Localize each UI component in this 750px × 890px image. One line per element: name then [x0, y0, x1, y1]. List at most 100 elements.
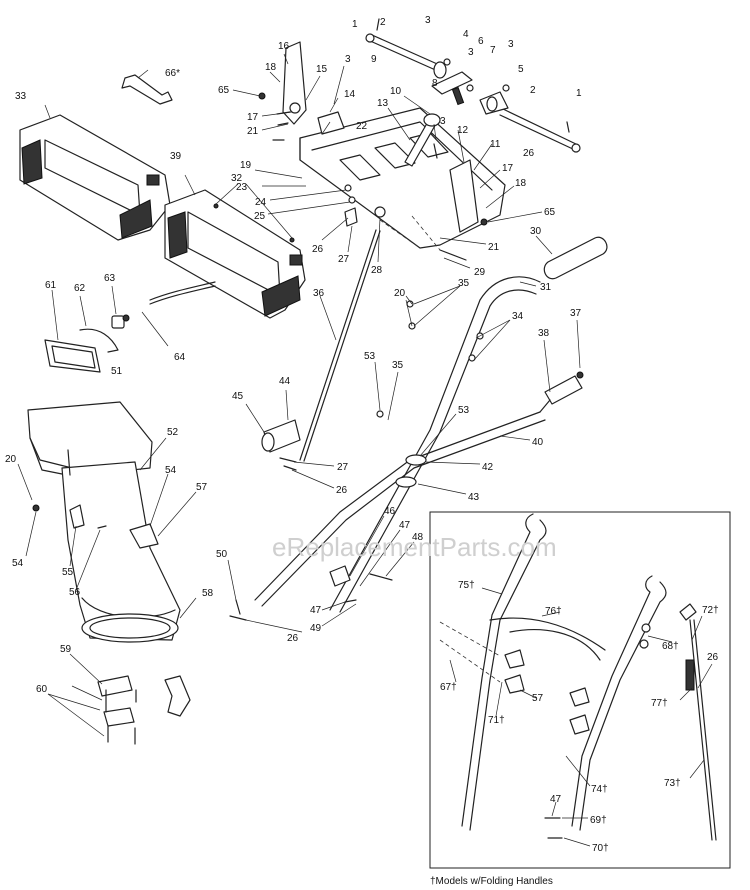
callout-label: 60	[36, 684, 48, 695]
callout-label: 26	[287, 633, 299, 644]
callout-label: 70†	[592, 843, 609, 854]
callout-label: 1	[352, 19, 358, 30]
callout-label: 6	[478, 36, 484, 47]
callout-label: 67†	[440, 682, 457, 693]
control-rods	[261, 229, 381, 471]
callout-label: 77†	[651, 698, 668, 709]
callout-label: 19	[240, 160, 252, 171]
lower-handle-part-40	[254, 411, 546, 607]
callout-label: 26	[523, 148, 535, 159]
callout-label: 25	[254, 211, 266, 222]
callout-label: 40	[532, 437, 544, 448]
callout-label: 15	[316, 64, 328, 75]
footnote: †Models w/Folding Handles	[430, 876, 553, 887]
leader-lines	[17, 53, 713, 847]
callout-label: 7	[490, 45, 496, 56]
callout-label: 11	[490, 139, 501, 150]
callout-label: 22	[356, 121, 368, 132]
callout-label: 74†	[591, 784, 608, 795]
callout-label: 26	[312, 244, 324, 255]
callout-label: 51	[111, 366, 123, 377]
callout-label: 28	[371, 265, 383, 276]
callout-label: 20	[394, 288, 406, 299]
callout-label: 21	[488, 242, 500, 253]
handle-panel-frame	[258, 41, 506, 261]
shift-rod-assembly	[365, 18, 581, 153]
callout-label: 20	[5, 454, 17, 465]
callout-label: 33	[15, 91, 27, 102]
callout-label: 38	[538, 328, 550, 339]
callout-label: 48	[412, 532, 424, 543]
folding-handles-inset	[429, 511, 731, 869]
callout-label: 37	[570, 308, 582, 319]
callout-label: 3	[345, 54, 351, 65]
callout-label: 34	[512, 311, 524, 322]
callout-label: 4	[463, 29, 469, 40]
callout-label: 35	[392, 360, 404, 371]
callout-label: 44	[279, 376, 291, 387]
callout-label: 27	[338, 254, 350, 265]
callout-label: 71†	[488, 715, 505, 726]
wrench-part-66	[121, 74, 173, 105]
callout-label: 43	[468, 492, 480, 503]
callout-label: 53	[364, 351, 376, 362]
callout-label: 26	[336, 485, 348, 496]
callout-label: 57	[532, 693, 544, 704]
callout-label: 36	[313, 288, 325, 299]
discharge-chute	[27, 401, 181, 643]
callout-label: 3	[508, 39, 514, 50]
callout-label: 47	[310, 605, 322, 616]
callout-label: 47	[399, 520, 411, 531]
callout-label: 30	[530, 226, 542, 237]
callout-label: 18	[515, 178, 527, 189]
callout-label: 14	[344, 89, 356, 100]
handle-fasteners	[229, 300, 427, 621]
callout-label: 31	[540, 282, 552, 293]
callout-label: 68†	[662, 641, 679, 652]
callout-labels: 1 2 3 4 6 9 3 7 3 5 8 2 1 26 16 18 66* 6…	[5, 15, 719, 854]
callout-label: 73†	[664, 778, 681, 789]
callout-label: 29	[474, 267, 486, 278]
callout-label: 49	[310, 623, 322, 634]
bracket-part-62	[79, 328, 119, 353]
callout-label: 42	[482, 462, 494, 473]
callout-label: 57	[196, 482, 208, 493]
callout-label: 52	[167, 427, 179, 438]
lamp-part-61	[44, 339, 101, 373]
callout-label: 17	[247, 112, 259, 123]
callout-label: 62	[74, 283, 86, 294]
callout-label: 66*	[165, 68, 180, 79]
callout-label: 8	[432, 78, 438, 89]
chute-clips-59-60	[97, 675, 191, 745]
callout-label: 2	[530, 85, 536, 96]
lever-part-38	[539, 371, 584, 413]
callout-label: 35	[458, 278, 470, 289]
callout-label: 58	[202, 588, 214, 599]
callout-label: 26	[707, 652, 719, 663]
callout-label: 45	[232, 391, 244, 402]
callout-label: 3	[468, 47, 474, 58]
housing-part-39	[149, 189, 306, 319]
callout-label: 27	[337, 462, 349, 473]
callout-label: 54	[12, 558, 24, 569]
callout-label: 69†	[590, 815, 607, 826]
callout-label: 5	[518, 64, 524, 75]
callout-label: 10	[390, 86, 402, 97]
callout-label: 13	[377, 98, 389, 109]
housing-part-33	[19, 114, 171, 241]
callout-label: 76†	[545, 606, 562, 617]
switch-part-63	[111, 314, 130, 329]
callout-label: 2	[380, 17, 386, 28]
callout-label: 50	[216, 549, 228, 560]
callout-label: 56	[69, 587, 81, 598]
callout-label: 65	[544, 207, 556, 218]
callout-label: 1	[576, 88, 582, 99]
callout-label: 24	[255, 197, 267, 208]
watermark: eReplacementParts.com	[272, 532, 557, 562]
upper-handle-part-31	[329, 276, 541, 613]
callout-label: 23	[236, 182, 248, 193]
callout-label: 65	[218, 85, 230, 96]
callout-label: 53	[458, 405, 470, 416]
callout-label: 75†	[458, 580, 475, 591]
callout-label: 16	[278, 41, 290, 52]
